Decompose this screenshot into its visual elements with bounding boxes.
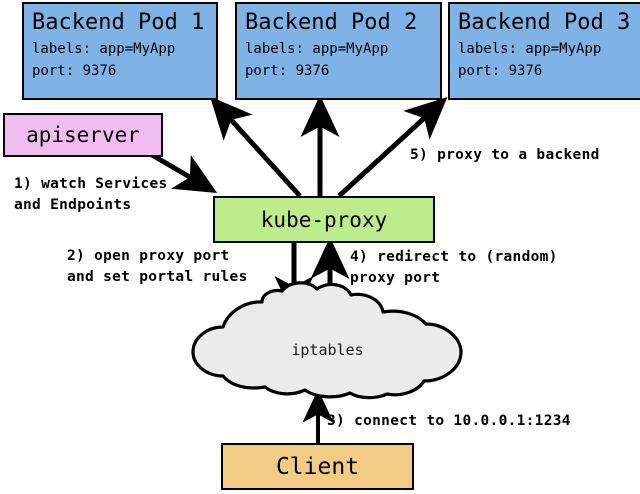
client-node[interactable]: Client bbox=[221, 443, 414, 490]
pod-title: Backend Pod 2 bbox=[245, 10, 418, 35]
client-label: Client bbox=[275, 453, 360, 480]
pod-port: port: 9376 bbox=[245, 63, 330, 79]
step-1-label: 1) watch Services and Endpoints bbox=[14, 174, 168, 216]
arrow-kubeproxy-to-pod1 bbox=[209, 96, 302, 198]
step-3-label: 3) connect to 10.0.0.1:1234 bbox=[327, 411, 571, 432]
backend-pod-3[interactable]: Backend Pod 3 labels: app=MyApp port: 93… bbox=[448, 2, 640, 100]
kube-proxy-node[interactable]: kube-proxy bbox=[213, 196, 435, 243]
step-2-line-1: 2) open proxy port bbox=[67, 248, 230, 264]
backend-pod-1[interactable]: Backend Pod 1 labels: app=MyApp port: 93… bbox=[22, 2, 218, 100]
step-1-line-1: 1) watch Services bbox=[14, 176, 168, 192]
pod-title: Backend Pod 1 bbox=[32, 10, 205, 35]
step-2-line-2: and set portal rules bbox=[67, 269, 248, 285]
apiserver-label: apiserver bbox=[26, 123, 140, 147]
pod-labels: labels: app=MyApp bbox=[458, 41, 602, 57]
pod-port: port: 9376 bbox=[32, 63, 117, 79]
step-2-label: 2) open proxy port and set portal rules bbox=[67, 246, 248, 288]
pod-labels: labels: app=MyApp bbox=[245, 41, 389, 57]
iptables-label: iptables bbox=[291, 341, 364, 359]
step-4-label: 4) redirect to (random) proxy port bbox=[350, 247, 558, 289]
pod-title: Backend Pod 3 bbox=[458, 10, 631, 35]
step-3-line-1: 3) connect to 10.0.0.1:1234 bbox=[327, 413, 571, 429]
step-4-line-1: 4) redirect to (random) bbox=[350, 249, 558, 265]
pod-port: port: 9376 bbox=[458, 63, 543, 79]
step-5-line-1: 5) proxy to a backend bbox=[410, 147, 600, 163]
step-4-line-2: proxy port bbox=[350, 270, 441, 286]
step-5-label: 5) proxy to a backend bbox=[410, 145, 600, 166]
kube-proxy-label: kube-proxy bbox=[260, 207, 388, 232]
pod-labels: labels: app=MyApp bbox=[32, 41, 176, 57]
backend-pod-2[interactable]: Backend Pod 2 labels: app=MyApp port: 93… bbox=[235, 2, 442, 100]
apiserver-node[interactable]: apiserver bbox=[3, 113, 163, 157]
step-1-line-2: and Endpoints bbox=[14, 197, 132, 213]
